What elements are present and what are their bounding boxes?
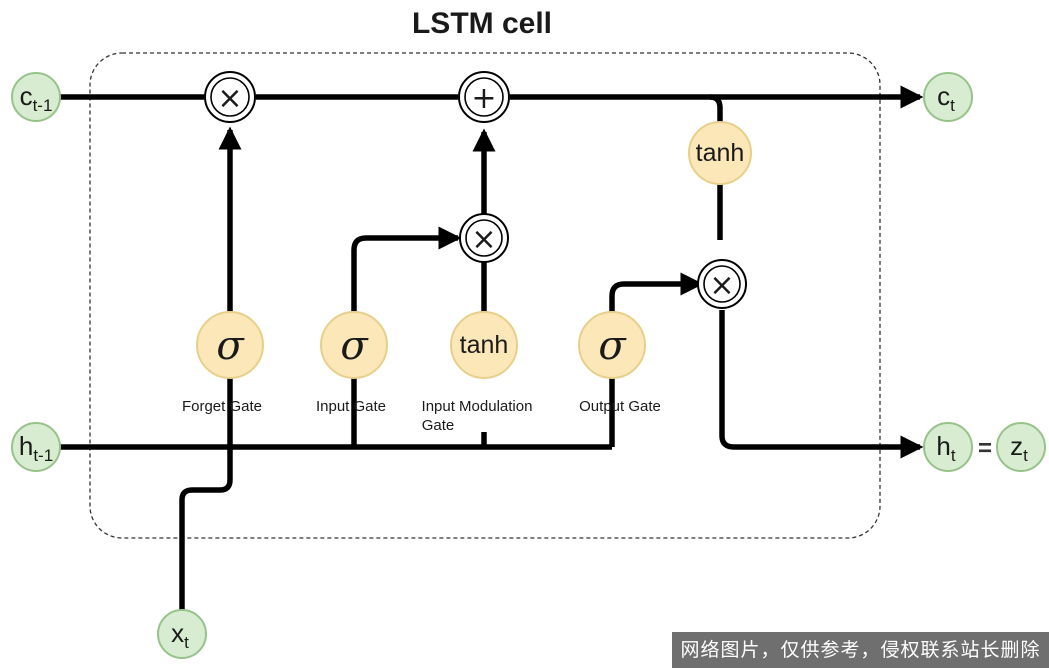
diagram-title: LSTM cell [412,7,552,40]
svg-text:ct: ct [937,81,955,115]
h-out-sub: t [951,446,956,465]
cell-add-op: + [458,71,510,123]
forget-mult-op: × [204,71,256,123]
cell-boundary [89,52,881,539]
forget-gate: σ [196,311,264,379]
hidden-output-line [719,310,924,459]
c-out-sub: t [950,96,955,115]
z-sub: t [1023,446,1028,465]
cell-tanh-branch [709,94,723,125]
input-gate-symbol: σ [340,323,369,369]
svg-text:zt: zt [1010,431,1028,465]
forget-gate-label: Forget Gate [182,398,262,415]
forget-mult-symbol: × [217,81,242,116]
svg-text:ht: ht [936,431,955,465]
c-out-main: c [937,81,950,111]
h-out-node: ht [923,422,973,472]
x-main: x [171,618,184,648]
equals-sign: = [978,435,992,462]
cell-tanh-node: tanh [688,121,752,185]
output-gate-symbol: σ [598,323,627,369]
output-gate-label: Output Gate [579,398,661,415]
z-out-node: zt [996,422,1046,472]
input-mult-op: × [459,213,509,263]
svg-text:ht-1: ht-1 [19,431,53,465]
output-mult-op: × [697,259,747,309]
c-out-node: ct [923,72,973,122]
svg-text:xt: xt [171,618,189,652]
x-sub: t [184,633,189,652]
modulation-gate-symbol: tanh [460,331,509,359]
input-gate: σ [320,311,388,379]
cell-tanh-symbol: tanh [696,139,745,167]
input-gate-label: Input Gate [316,398,386,415]
x-input-line [179,378,233,612]
svg-text:ct-1: ct-1 [20,81,53,115]
modulation-gate-label-1: Input Modulation [422,398,533,415]
forget-gate-symbol: σ [216,323,245,369]
watermark-banner: 网络图片，仅供参考，侵权联系站长删除 [672,632,1049,668]
c-prev-sub: t-1 [33,96,53,115]
cell-add-symbol: + [471,81,496,116]
output-mult-symbol: × [709,268,734,303]
z-main: z [1010,431,1023,461]
h-out-main: h [936,431,950,461]
modulation-gate: tanh [450,311,518,379]
c-prev-main: c [20,81,33,111]
input-mult-symbol: × [471,222,496,257]
output-gate: σ [578,311,646,379]
modulation-gate-label-2: Gate [422,417,455,434]
x-input-node: xt [157,609,207,659]
h-prev-main: h [19,431,33,461]
output-gate-line [609,272,704,312]
h-prev-node: ht-1 [11,422,61,472]
h-prev-sub: t-1 [33,446,53,465]
input-gate-line [351,226,462,312]
c-prev-node: ct-1 [11,72,61,122]
